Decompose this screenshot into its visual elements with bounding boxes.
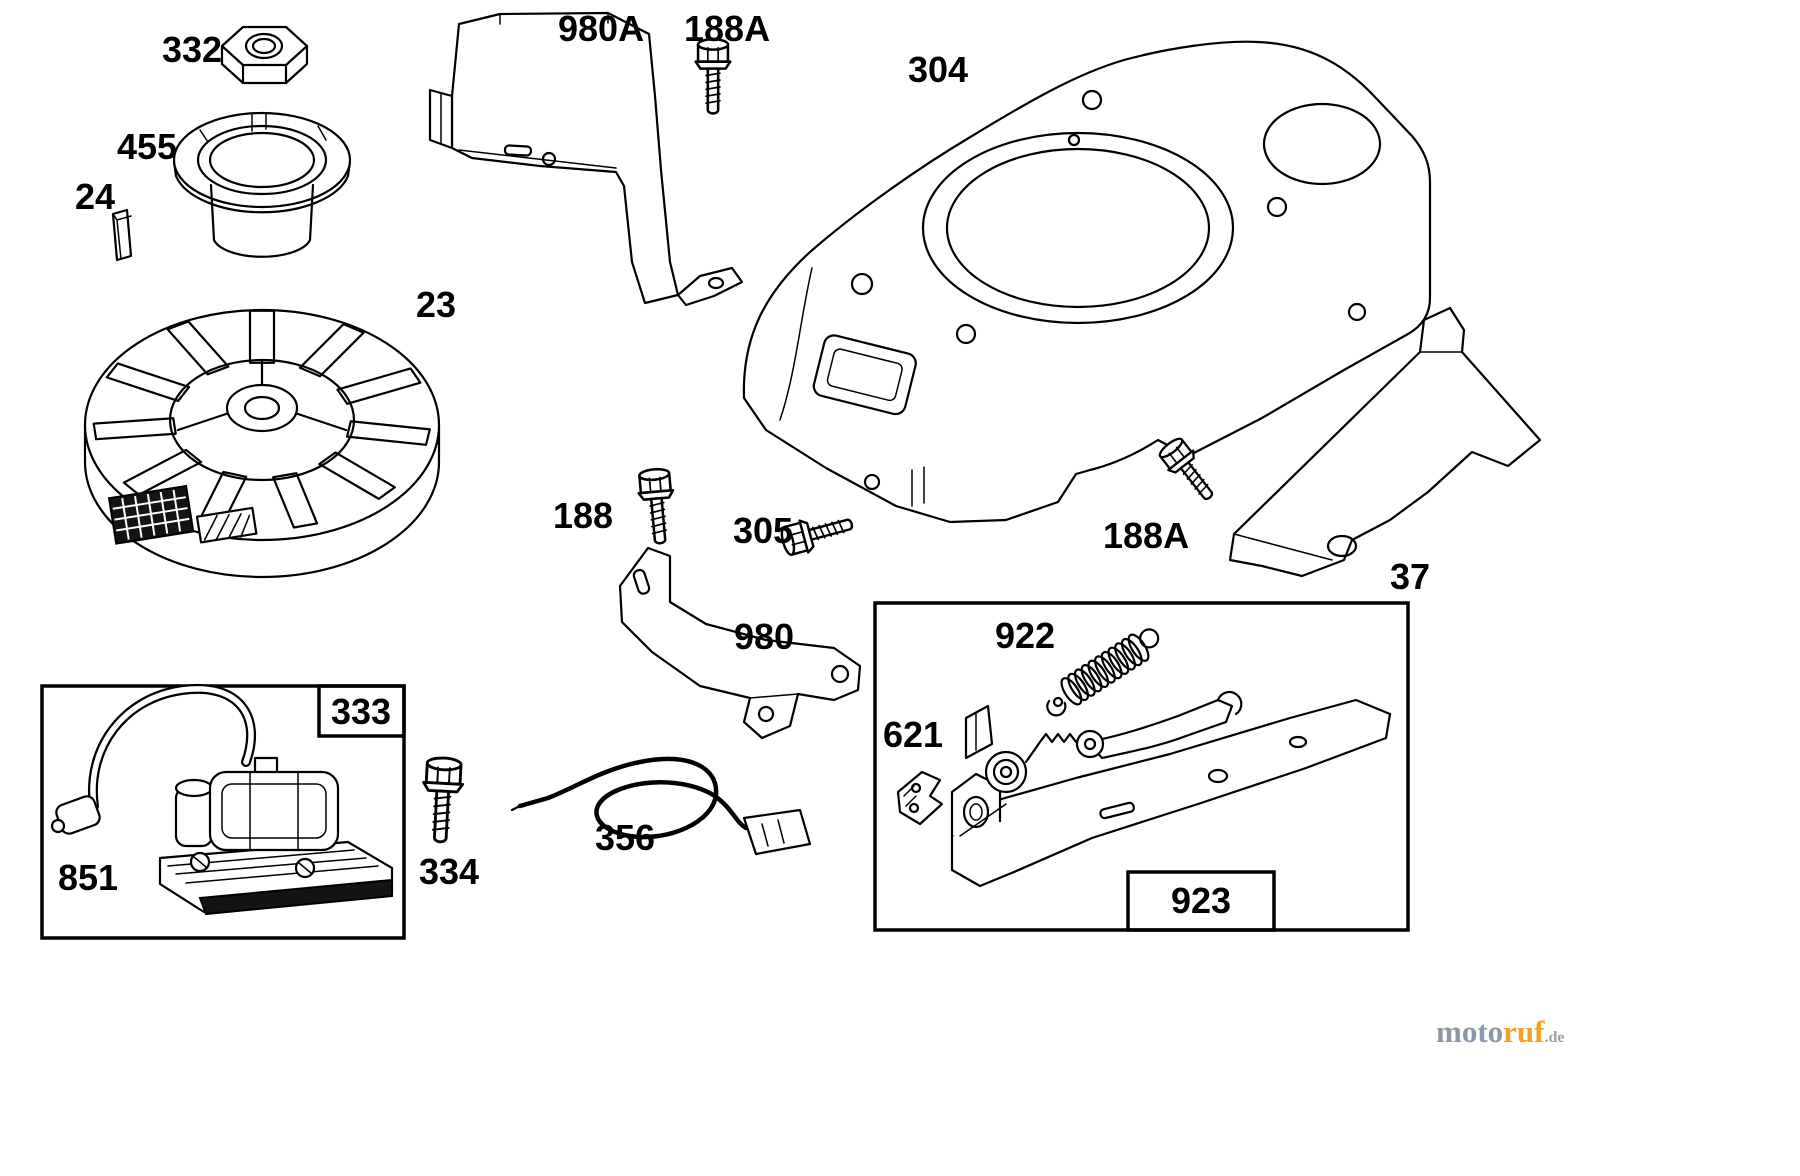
- label-188: 188: [553, 495, 613, 536]
- label-305: 305: [733, 510, 793, 551]
- part-control-bracket-923: [950, 690, 1392, 888]
- label-980: 980: [734, 616, 794, 657]
- label-980a: 980A: [558, 8, 644, 49]
- part-wire-356: [510, 756, 812, 856]
- label-621: 621: [883, 714, 943, 755]
- label-304: 304: [908, 49, 968, 90]
- part-shield-980a: [428, 11, 744, 307]
- logo-tld: .de: [1544, 1029, 1564, 1046]
- part-cup-455: [172, 111, 352, 258]
- label-188a-top: 188A: [684, 8, 770, 49]
- part-spring-922: [1046, 628, 1160, 717]
- inset-label-box-923: [1126, 870, 1276, 932]
- part-bracket-621: [896, 770, 944, 826]
- label-923: 923: [1171, 880, 1231, 921]
- part-bolt-188a-top: [694, 38, 732, 115]
- part-flywheel-23: [83, 308, 441, 579]
- motoruf-logo: motoruf.de: [1436, 1014, 1564, 1049]
- inset-box-333: [40, 684, 406, 940]
- label-188a-side: 188A: [1103, 515, 1189, 556]
- label-23: 23: [416, 284, 456, 325]
- part-bracket-37: [1228, 306, 1542, 578]
- label-334: 334: [419, 851, 479, 892]
- logo-ruf: ruf: [1503, 1014, 1545, 1049]
- part-hex-nut-332: [220, 25, 309, 85]
- part-pin-24: [111, 208, 133, 262]
- label-37: 37: [1390, 556, 1430, 597]
- label-333: 333: [331, 691, 391, 732]
- label-24: 24: [75, 176, 115, 217]
- label-356: 356: [595, 817, 655, 858]
- part-ignition-coil-851: [50, 683, 394, 916]
- logo-moto: moto: [1436, 1014, 1503, 1049]
- label-922: 922: [995, 615, 1055, 656]
- label-332: 332: [162, 29, 222, 70]
- part-bolt-188: [635, 466, 679, 547]
- part-bolt-334: [419, 755, 466, 845]
- flywheel-magnet: [107, 484, 258, 545]
- part-housing-304: [742, 40, 1432, 524]
- inset-label-box-333: [317, 684, 406, 738]
- part-bracket-980: [618, 546, 862, 740]
- label-455: 455: [117, 126, 177, 167]
- label-851: 851: [58, 857, 118, 898]
